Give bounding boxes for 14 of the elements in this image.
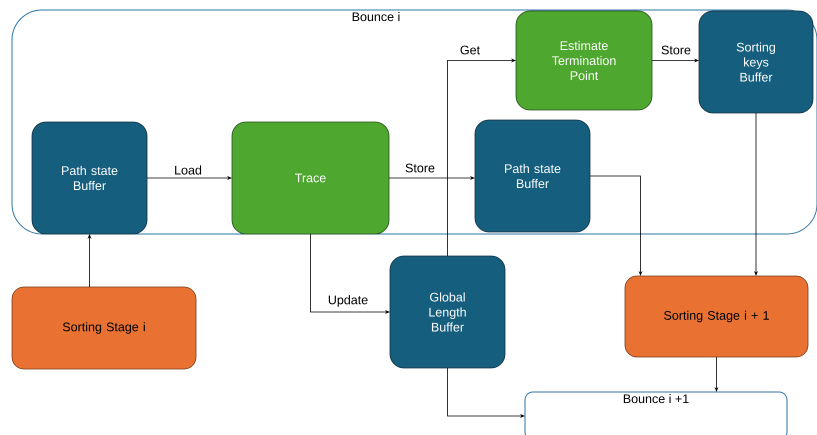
edge-label: Store — [404, 162, 436, 174]
edge-label: Load — [173, 164, 203, 176]
edge-label: Update — [326, 294, 370, 308]
buffer-box: Sorting keys Buffer — [698, 10, 814, 114]
buffer-box: Path state Buffer — [32, 122, 148, 234]
process-box: Estimate Termination Point — [516, 10, 652, 110]
process-box: Trace — [232, 122, 390, 234]
edge-label: Store — [660, 44, 692, 56]
stage-box: Sorting Stage i + 1 — [624, 276, 808, 358]
stage-box: Sorting Stage i — [12, 286, 196, 370]
buffer-box: Global Length Buffer — [390, 256, 506, 368]
buffer-box: Path state Buffer — [474, 120, 590, 232]
outline-box: Bounce i +1 — [524, 391, 788, 435]
edge-label: Get — [458, 44, 482, 56]
